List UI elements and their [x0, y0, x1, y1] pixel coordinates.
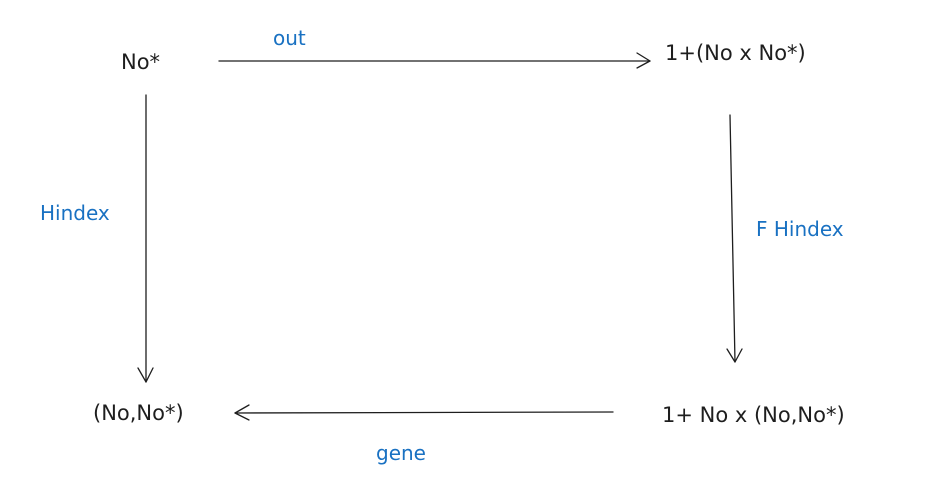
edge-label-out: out [273, 26, 306, 50]
node-bottom-right: 1+ No x (No,No*) [662, 403, 845, 427]
node-bottom-left: (No,No*) [93, 401, 184, 425]
arrow-out [218, 52, 651, 69]
edge-label-f-hindex: F Hindex [756, 217, 844, 241]
arrow-hindex [137, 94, 154, 383]
edge-label-gene: gene [376, 441, 426, 465]
arrow-gene [234, 404, 614, 421]
node-top-left: No* [121, 50, 161, 74]
edge-label-hindex: Hindex [40, 201, 110, 225]
arrow-f-hindex [726, 114, 743, 363]
node-top-right: 1+(No x No*) [665, 41, 806, 65]
